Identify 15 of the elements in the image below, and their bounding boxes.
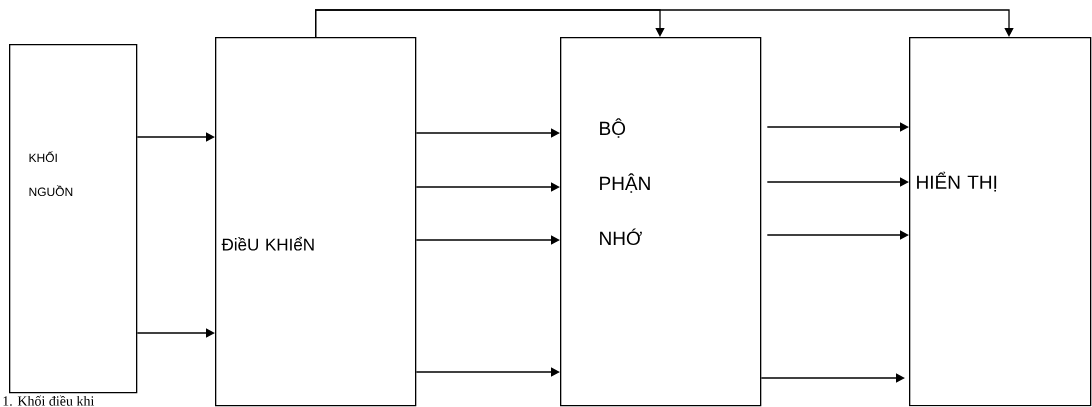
arrow <box>415 235 560 245</box>
arrow <box>415 182 560 192</box>
arrow <box>766 177 909 187</box>
block-box: ĐiềU KHIểN <box>215 37 417 407</box>
arrow <box>766 122 909 132</box>
arrow <box>760 373 905 383</box>
arrow <box>415 367 560 377</box>
block-box: KHỐI NGUỒN <box>9 44 138 394</box>
arrow <box>315 9 1014 38</box>
block-box: HIỂN THỊ <box>909 37 1092 407</box>
arrow <box>136 132 215 142</box>
arrow <box>415 128 560 138</box>
arrow <box>766 230 909 240</box>
block-box: BỘ PHẬN NHỚ <box>560 37 762 407</box>
arrow <box>136 328 215 338</box>
